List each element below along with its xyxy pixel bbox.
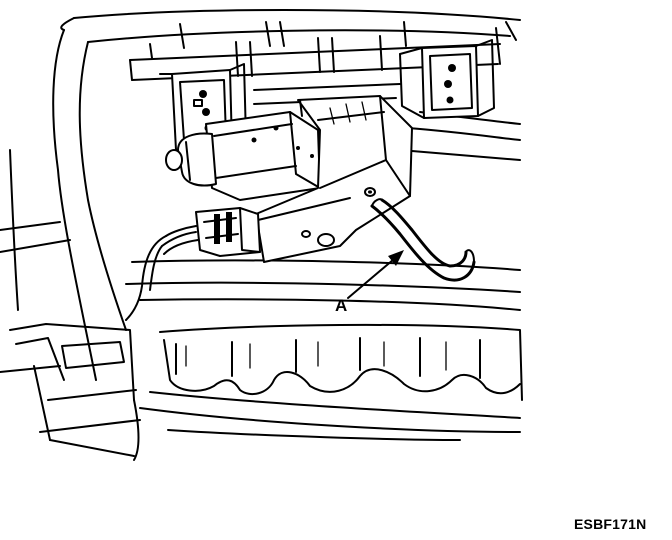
lower-left-frame (0, 323, 141, 461)
vacuum-hose (370, 198, 476, 282)
figure-code: ESBF171N (574, 516, 647, 532)
door-lock-actuator (165, 95, 413, 263)
wiring-harness (125, 225, 199, 321)
arrow-icon (347, 250, 404, 299)
lower-pocket-recess (139, 323, 523, 441)
door-trim-panel (0, 9, 521, 381)
electrical-connector (195, 207, 261, 257)
right-mounting-bracket (399, 39, 495, 119)
callout-label-a: A (335, 296, 348, 315)
